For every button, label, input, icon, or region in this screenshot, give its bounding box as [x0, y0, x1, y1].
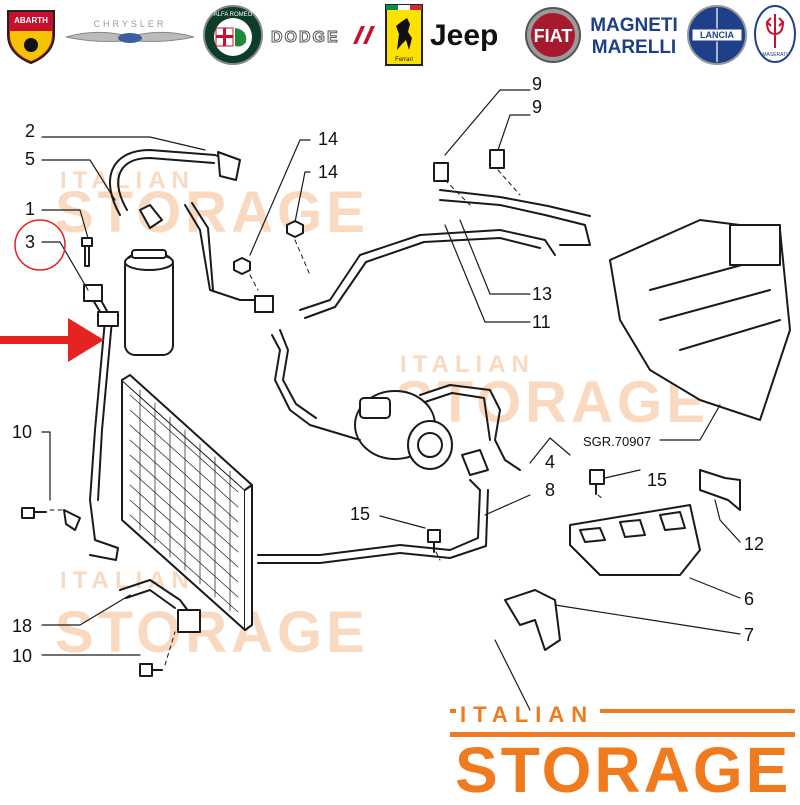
brand-line2: STORAGE — [455, 734, 791, 800]
watermark-top: ITALIAN STORAGE — [55, 167, 369, 245]
pipe-11 — [299, 229, 556, 311]
highlight-arrow — [0, 318, 104, 362]
bolt-15-left — [427, 529, 441, 553]
bolt-10-bottom — [139, 663, 163, 677]
watermark-middle: ITALIAN STORAGE — [395, 351, 709, 435]
callout-6: 6 — [744, 589, 754, 609]
abarth-logo: ABARTH — [2, 4, 60, 66]
lancia-logo: LANCIA — [684, 4, 750, 66]
callout-3: 3 — [25, 232, 35, 252]
bolt-1 — [81, 237, 93, 267]
callout-2: 2 — [25, 121, 35, 141]
highlight-circle — [14, 219, 66, 271]
jeep-logo: Jeep — [428, 4, 516, 66]
fiat-logo: FIAT — [522, 4, 584, 66]
bracket-6 — [569, 504, 701, 576]
svg-text:CHRYSLER: CHRYSLER — [93, 19, 166, 29]
italian-storage-brand: ITALIAN STORAGE — [450, 700, 800, 805]
svg-text:ITALIAN: ITALIAN — [60, 167, 195, 194]
pipe-8 — [257, 479, 481, 556]
ac-system-exploded-diagram: ITALIAN STORAGE ITALIAN STORAGE ITALIAN … — [0, 74, 791, 711]
callout-5: 5 — [25, 149, 35, 169]
nut-14-right — [286, 220, 304, 238]
callout-15-right: 15 — [647, 470, 667, 490]
callout-8: 8 — [545, 480, 555, 500]
svg-text:LANCIA: LANCIA — [700, 30, 734, 40]
svg-text:FIAT: FIAT — [534, 26, 573, 46]
callout-9-lower: 9 — [532, 97, 542, 117]
callout-10-bottom: 10 — [12, 646, 32, 666]
svg-text:ABARTH: ABARTH — [14, 16, 48, 25]
callout-14-lower: 14 — [318, 162, 338, 182]
hose-4 — [419, 384, 521, 471]
callout-18: 18 — [12, 616, 32, 636]
compressor — [354, 390, 453, 470]
pipe-3 — [89, 294, 119, 561]
callout-7: 7 — [744, 625, 754, 645]
fitting-2 — [217, 151, 241, 181]
bolt-15-right — [589, 469, 605, 495]
svg-text:ALFA ROMEO: ALFA ROMEO — [214, 12, 253, 18]
ferrari-logo: Ferrari — [384, 4, 424, 66]
callout-12: 12 — [744, 534, 764, 554]
svg-text:ITALIAN: ITALIAN — [400, 351, 535, 378]
svg-text:Ferrari: Ferrari — [395, 57, 413, 63]
callout-1: 1 — [25, 199, 35, 219]
brand-logo-bar: ABARTH CHRYSLER ALFA ROMEO DODGE — [0, 0, 800, 70]
nut-14-left — [233, 257, 251, 275]
callout-15-left: 15 — [350, 504, 370, 524]
callout-13: 13 — [532, 284, 552, 304]
diagram-reference-code: SGR.70907 — [583, 434, 651, 449]
svg-text:MAGNETI: MAGNETI — [590, 15, 678, 36]
svg-text:MASERATI: MASERATI — [762, 52, 787, 58]
heater-unit — [609, 219, 791, 421]
callout-14-top: 14 — [318, 129, 338, 149]
callout-11: 11 — [532, 312, 551, 332]
pipe-13 — [439, 199, 591, 246]
bolt-10-top — [21, 507, 47, 519]
svg-text:MARELLI: MARELLI — [592, 37, 676, 58]
bracket-7 — [504, 589, 561, 651]
callout-4: 4 — [545, 452, 555, 472]
svg-text:ITALIAN: ITALIAN — [60, 567, 195, 594]
callout-9-top: 9 — [532, 74, 542, 94]
callout-10-top: 10 — [12, 422, 32, 442]
bracket-12 — [699, 469, 741, 511]
svg-text:STORAGE: STORAGE — [55, 180, 369, 245]
svg-text:STORAGE: STORAGE — [395, 370, 709, 435]
brand-line1: ITALIAN — [460, 702, 594, 727]
receiver-dryer — [124, 249, 174, 356]
dodge-logo: DODGE — [268, 4, 380, 66]
condenser — [121, 374, 253, 631]
chrysler-logo: CHRYSLER — [62, 4, 197, 66]
magneti-marelli-logo: MAGNETI MARELLI — [588, 4, 680, 66]
svg-text:DODGE: DODGE — [271, 29, 340, 46]
hose-5 — [109, 149, 229, 216]
alfa-romeo-logo: ALFA ROMEO — [200, 4, 266, 66]
svg-text:Jeep: Jeep — [430, 19, 498, 52]
svg-text:STORAGE: STORAGE — [55, 600, 369, 665]
maserati-logo: MASERATI — [752, 4, 798, 66]
